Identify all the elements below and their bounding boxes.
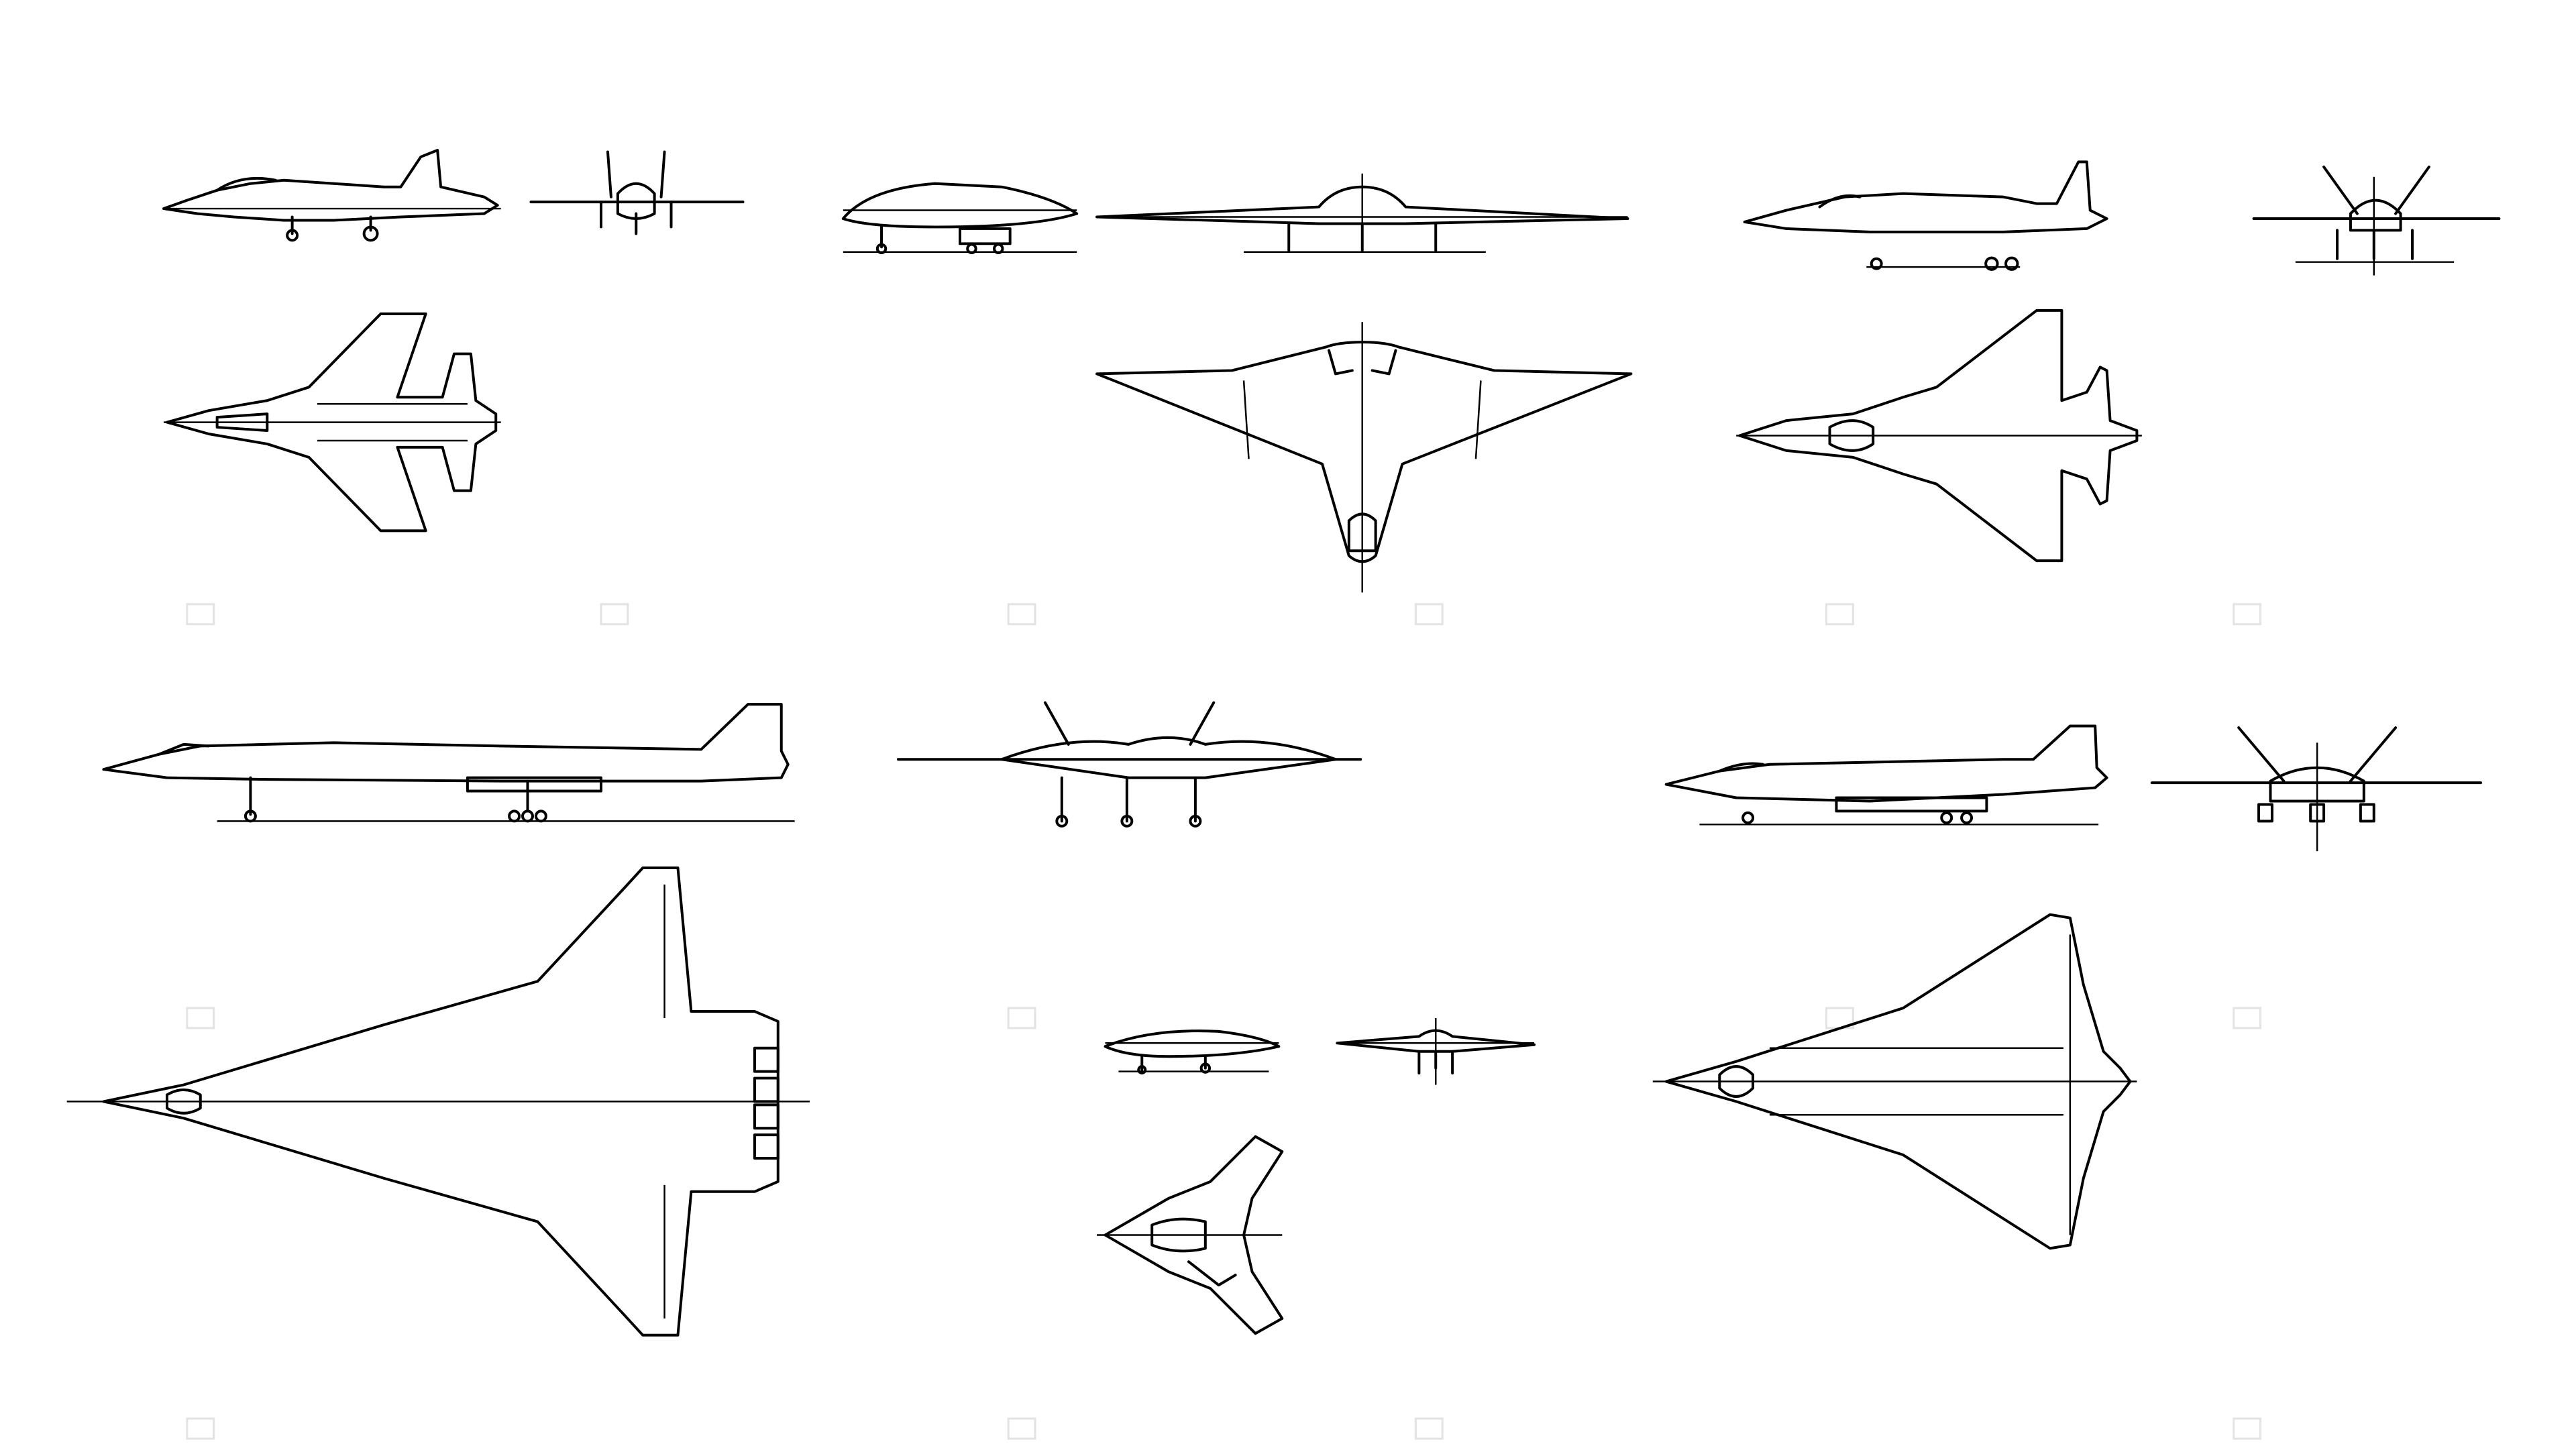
twin-engine-fighter-top-view [164,312,501,533]
delta-fighter-front-view [2150,726,2483,852]
flying-wing-bomber-front-view [1095,173,1629,254]
small-flying-wing-drone-front-view [1336,1017,1536,1085]
twin-engine-fighter-front-view [529,150,745,235]
supersonic-bomber-side-view [102,703,795,823]
flying-wing-bomber-side-view [841,182,1079,254]
canard-delta-fighter-top-view [1736,309,2142,563]
small-flying-wing-drone-top-view [1097,1135,1284,1335]
delta-fighter-top-view [1652,913,2137,1250]
supersonic-bomber-front-view [896,701,1362,828]
canard-delta-fighter-front-view [2252,165,2501,276]
small-flying-wing-drone-side-view [1104,1029,1281,1075]
canard-delta-fighter-side-view [1743,160,2108,271]
flying-wing-bomber-top-view [1095,322,1633,593]
twin-engine-fighter-side-view [162,148,501,242]
supersonic-bomber-top-view [66,867,810,1337]
delta-fighter-side-view [1664,724,2108,826]
watermark-pattern [186,603,2262,1440]
